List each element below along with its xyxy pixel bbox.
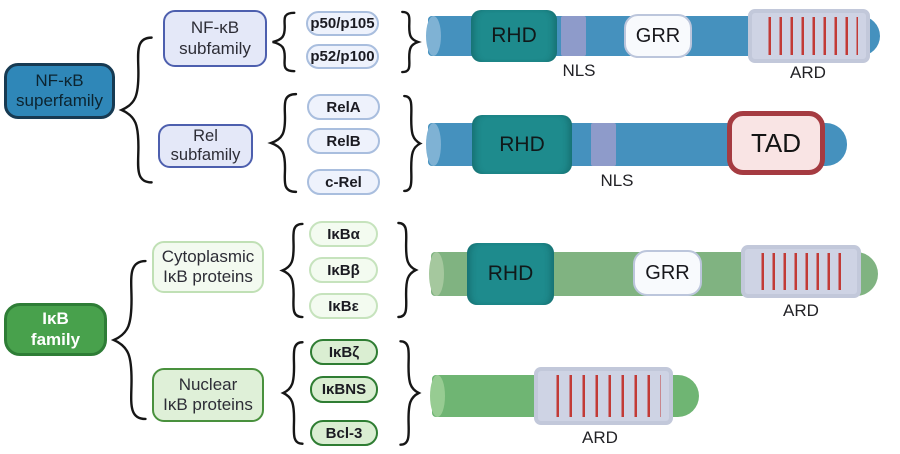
ard-label-bar3: ARD (783, 301, 819, 320)
ikb-family-box: IκB family (4, 303, 107, 356)
member-pill-ikbns: IκBNS (310, 376, 378, 403)
member-pill-p50-p105: p50/p105 (306, 11, 379, 36)
brace-ikb-family (110, 256, 148, 424)
bar-left-cap (426, 123, 441, 166)
member-pill-p52-p100: p52/p100 (306, 44, 379, 69)
brace-rel-subfamily-open (268, 91, 298, 195)
member-pill-relb: RelB (307, 128, 380, 154)
rhd-domain-bar3: RHD (467, 243, 554, 305)
member-pill-ikbz: IκBζ (310, 339, 378, 365)
member-pill-ikbb: IκBβ (309, 257, 378, 283)
nls-domain-bar2 (591, 123, 616, 166)
ard-label-bar1: ARD (790, 63, 826, 82)
nfkb-superfamily-box: NF-κB superfamily (4, 63, 115, 119)
ard-domain-bar1 (748, 9, 870, 63)
brace-nuclear-open (281, 339, 304, 447)
member-pill-rela: RelA (307, 94, 380, 120)
rel-subfamily-box: Rel subfamily (158, 124, 253, 168)
rhd-domain-bar1: RHD (471, 10, 557, 62)
nfkb-subfamily-box: NF-κB subfamily (163, 10, 267, 67)
brace-cytoplasmic-close (397, 220, 418, 320)
cytoplasmic-ikb-box: Cytoplasmic IκB proteins (152, 241, 264, 293)
brace-nuclear-close (399, 338, 421, 448)
bar-left-cap (429, 252, 444, 296)
bar-left-cap (426, 16, 441, 56)
member-pill-ikbe: IκBε (309, 293, 378, 319)
nuclear-ikb-box: Nuclear IκB proteins (152, 368, 264, 422)
brace-nfkb-superfamily (118, 33, 154, 187)
ard-stripes (753, 253, 849, 290)
ard-stripes (546, 375, 661, 417)
nls-domain-bar1 (561, 16, 586, 56)
brace-nfkb-subfamily-open (270, 11, 296, 73)
ard-label-bar4: ARD (582, 428, 618, 447)
nls-label-bar1: NLS (562, 61, 596, 80)
nls-label-bar2: NLS (600, 171, 634, 190)
ard-domain-bar3 (741, 245, 861, 298)
ard-domain-bar4 (534, 367, 673, 425)
grr-domain-bar1: GRR (624, 14, 692, 58)
brace-rel-subfamily-close (403, 93, 422, 194)
rhd-domain-bar2: RHD (472, 115, 572, 174)
bar-left-cap (430, 375, 445, 417)
member-pill-bcl3: Bcl-3 (310, 420, 378, 446)
brace-nfkb-subfamily-close (401, 10, 420, 74)
brace-cytoplasmic-open (280, 221, 304, 320)
member-pill-c-rel: c-Rel (307, 169, 380, 195)
member-pill-ikba: IκBα (309, 221, 378, 247)
tad-domain-bar2: TAD (727, 111, 825, 175)
ard-stripes (760, 17, 858, 55)
grr-domain-bar3: GRR (633, 250, 702, 296)
